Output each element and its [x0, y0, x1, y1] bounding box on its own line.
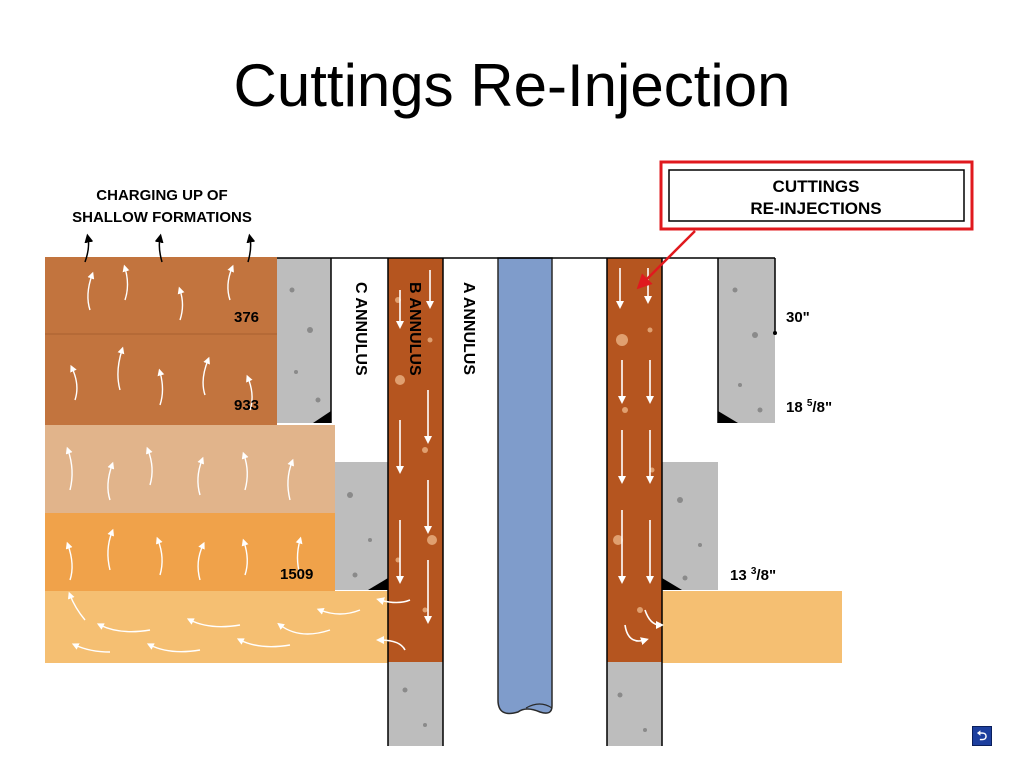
casing-size-30: 30" — [786, 309, 810, 326]
depth-label-3: 1509 — [280, 566, 313, 583]
callout-pointer — [636, 230, 696, 290]
casing-size-13: 13 3/8" — [730, 566, 776, 584]
callout-line-2: RE-INJECTIONS — [750, 199, 881, 218]
charging-arrows — [84, 233, 256, 263]
charging-label-line-2: SHALLOW FORMATIONS — [72, 209, 252, 226]
cuttings-reinjection-callout: CUTTINGS RE-INJECTIONS — [659, 160, 974, 231]
tubing — [497, 257, 553, 715]
return-icon: ⮌ — [976, 728, 988, 743]
callout-line-1: CUTTINGS — [773, 177, 860, 196]
depth-label-2: 933 — [234, 397, 259, 414]
flow-arrows-down — [376, 268, 664, 651]
formation-layer-3 — [45, 513, 335, 593]
formation-layer-right — [662, 591, 842, 663]
casing-size-18: 18 5/8" — [786, 398, 832, 416]
depth-label-1: 376 — [234, 309, 259, 326]
page-title: Cuttings Re-Injection — [233, 52, 791, 119]
formation-layer-2 — [45, 425, 335, 515]
b-annulus-label: B ANNULUS — [406, 282, 423, 376]
c-annulus-label: C ANNULUS — [352, 282, 369, 376]
a-annulus-label: A ANNULUS — [460, 282, 477, 375]
cement-sheath — [277, 258, 775, 746]
b-annulus-right — [607, 258, 662, 662]
flow-arrows-formation — [65, 264, 361, 653]
return-button[interactable]: ⮌ — [972, 726, 992, 746]
charging-label-line-1: CHARGING UP OF — [96, 187, 227, 204]
